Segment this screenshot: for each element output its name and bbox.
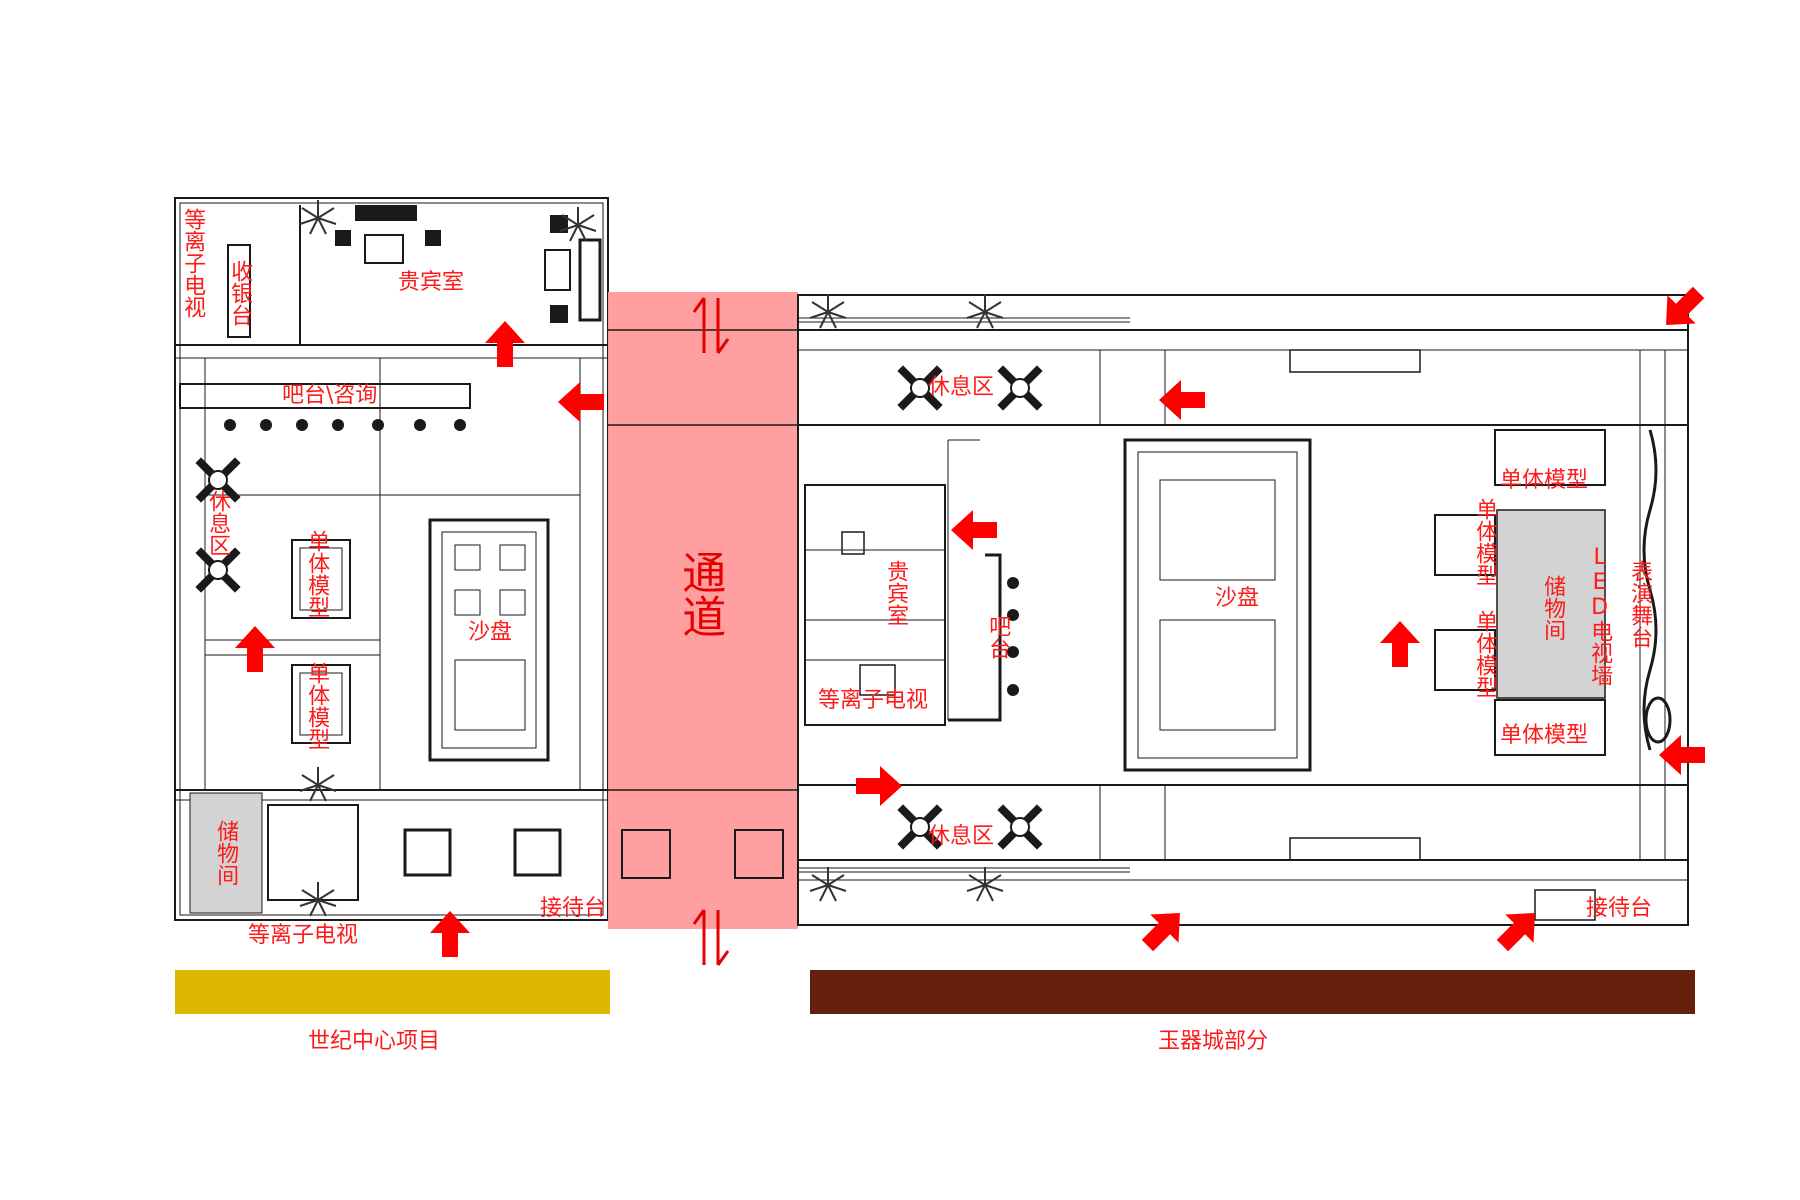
flow-arrows [235, 286, 1705, 957]
label-plasma-tv-left-wall: 等离子电视 [180, 208, 206, 318]
model-case-left-2 [291, 664, 351, 744]
corridor-rails [798, 317, 1130, 873]
label-stage: 表演舞台 [1627, 560, 1653, 648]
label-sand-right: 沙盘 [1215, 586, 1260, 611]
flow-arrow-12 [1496, 913, 1535, 952]
label-model-left-1: 单体模型 [304, 530, 330, 618]
vip-table [364, 234, 404, 264]
label-model-right-top: 单体模型 [1500, 468, 1589, 493]
right-outer-wall [797, 294, 1689, 926]
legend-left-label: 世纪中心项目 [308, 1029, 441, 1054]
label-cashier: 收银台 [227, 260, 253, 326]
model-case-right-side-2 [1434, 629, 1496, 691]
sand-table-left [428, 518, 550, 762]
label-sand-left: 沙盘 [468, 620, 513, 645]
left-building [174, 197, 609, 921]
sand-table-right [1123, 438, 1312, 772]
label-plasma-tv-bottom: 等离子电视 [248, 923, 359, 948]
label-led-wall: LED电视墙 [1587, 545, 1613, 686]
plants-right [809, 294, 1004, 902]
flow-arrow-9 [1666, 286, 1705, 325]
label-bar-consult: 吧台\咨询 [282, 383, 378, 408]
flow-arrow-8 [1380, 621, 1420, 667]
label-rest-left: 休息区 [205, 490, 231, 556]
plants-left [299, 200, 597, 917]
model-case-right-bottom [1494, 699, 1606, 756]
label-reception-right: 接待台 [1586, 896, 1653, 921]
legend-right-label: 玉器城部分 [1158, 1029, 1269, 1054]
bar-stools-right [1007, 577, 1019, 696]
model-case-left-1 [291, 539, 351, 619]
label-model-right-side-1: 单体模型 [1472, 498, 1498, 586]
rest-chairs-right [897, 365, 1043, 850]
vip-sofa-left [335, 205, 568, 323]
flow-arrow-2 [558, 382, 604, 422]
label-rest-right-top: 休息区 [928, 375, 995, 400]
bar-stools-left [224, 419, 466, 431]
cashier-counter [227, 244, 251, 338]
model-case-right-top [1494, 429, 1606, 486]
model-case-right-side-1 [1434, 514, 1496, 576]
label-model-left-2: 单体模型 [304, 662, 330, 750]
flow-arrow-5 [1159, 380, 1205, 420]
right-building [797, 294, 1689, 926]
label-reception-left: 接待台 [540, 896, 607, 921]
label-storage-left: 储物间 [213, 820, 239, 886]
passage-double-arrows [692, 297, 730, 966]
flow-arrow-1 [485, 321, 525, 367]
label-vip-right: 贵宾室 [883, 560, 909, 626]
flow-arrow-10 [1659, 735, 1705, 775]
label-rest-right-bottom: 休息区 [928, 824, 995, 849]
bar-counter-left [179, 383, 471, 409]
storage-room-right [1496, 509, 1606, 699]
flow-arrow-7 [856, 766, 902, 806]
flow-arrow-6 [951, 510, 997, 550]
stage-wall [1642, 429, 1672, 751]
legend-bar-right [810, 970, 1695, 1014]
vip-room-right [804, 484, 946, 726]
plasma-tv-stand [267, 804, 359, 901]
label-model-right-side-2: 单体模型 [1472, 610, 1498, 698]
flow-arrow-3 [235, 626, 275, 672]
rest-chairs-left [195, 457, 241, 593]
storage-room-left [189, 792, 263, 914]
label-bar-right: 吧台 [985, 615, 1011, 659]
flow-arrow-4 [430, 911, 470, 957]
label-storage-right: 储物间 [1540, 575, 1566, 641]
label-model-right-bottom: 单体模型 [1500, 723, 1589, 748]
label-passage: 通道 [674, 550, 726, 638]
label-vip-left: 贵宾室 [398, 270, 465, 295]
legend-bar-left [175, 970, 610, 1014]
flow-arrow-11 [1141, 913, 1180, 952]
passage-zone [608, 292, 798, 929]
label-plasma-tv-right: 等离子电视 [818, 688, 929, 713]
